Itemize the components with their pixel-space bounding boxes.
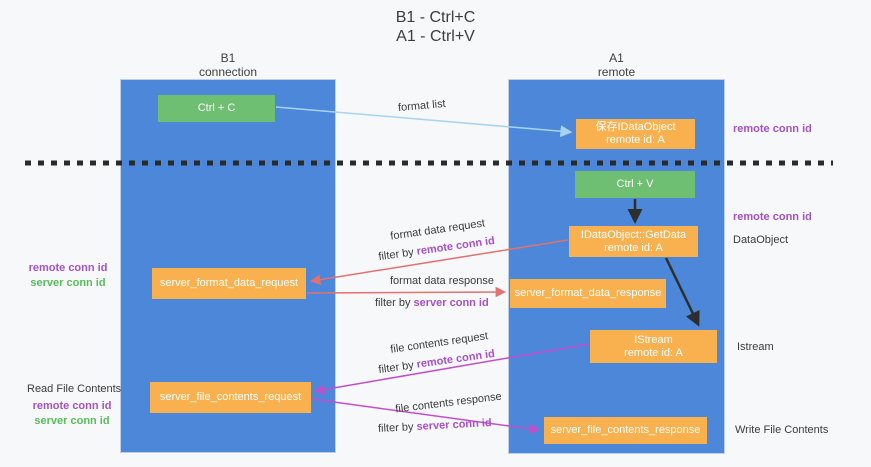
label-server-conn-id-bottom-left: server conn id [34,415,110,427]
node-istream-line2: remote id: A [624,346,683,359]
column-a1-role: remote [597,65,636,79]
filter-by-text-2: filter by [375,297,414,309]
node-server-file-contents-response-label: server_file_contents_response [550,424,701,436]
arrow-format-data-response [306,286,507,298]
filter-by-text-3: filter by [377,358,418,377]
filter-server-conn-id-2: server conn id [416,417,492,433]
annotation-file-contents-response: file contents response [394,390,503,416]
node-ctrl-v: Ctrl + V [575,171,695,198]
node-getdata-line2: remote id: A [604,241,663,254]
label-remote-conn-id-bottom-left: remote conn id [32,400,112,412]
column-header-a1: A1 remote [508,51,725,79]
label-write-file-contents: Write File Contents [735,424,829,436]
filter-remote-conn-id-1: remote conn id [415,234,496,258]
column-header-b1: B1 connection [120,51,336,79]
node-idataobject-getdata: IDataObject::GetData remote id: A [569,226,698,257]
annotation-filter-server-1: filter by server conn id [375,297,489,309]
node-server-format-data-request-label: server_format_data_request [159,277,299,289]
label-remote-conn-id-mid-right: remote conn id [733,211,812,223]
label-istream: Istream [737,341,774,353]
node-server-format-data-response-label: server_format_data_response [514,287,662,299]
node-ctrl-c-label: Ctrl + C [197,102,236,114]
label-remote-conn-id-mid-left: remote conn id [28,262,108,274]
node-server-format-data-request: server_format_data_request [152,268,306,299]
node-server-format-data-response: server_format_data_response [510,279,666,308]
node-server-file-contents-request: server_file_contents_request [150,382,311,413]
node-getdata-line1: IDataObject::GetData [580,228,687,241]
annotation-filter-server-2: filter by server conn id [378,417,492,435]
filter-remote-conn-id-2: remote conn id [415,347,496,371]
node-server-file-contents-request-label: server_file_contents_request [159,391,302,403]
node-ctrl-c: Ctrl + C [158,95,275,122]
title-line-b1: B1 - Ctrl+C [395,9,476,26]
label-remote-conn-id-top-right: remote conn id [733,123,812,135]
label-dataobject: DataObject [733,234,789,246]
column-a1-name: A1 [609,51,624,65]
node-istream-line1: IStream [634,333,673,346]
label-server-conn-id-mid-left: server conn id [30,277,106,289]
filter-by-text-4: filter by [377,420,417,435]
node-server-file-contents-response: server_file_contents_response [544,417,707,444]
label-read-file-contents: Read File Contents [27,383,122,395]
column-b1-role: connection [198,65,258,79]
annotation-format-list: format list [397,97,447,115]
filter-by-text-1: filter by [377,245,418,264]
diagram-title: B1 - Ctrl+C A1 - Ctrl+V [0,8,871,46]
filter-server-conn-id-1: server conn id [413,297,489,309]
title-line-a1: A1 - Ctrl+V [396,28,475,45]
node-istream: IStream remote id: A [590,330,717,363]
column-b1-name: B1 [220,51,236,65]
node-save-idataobject: 保存IDataObject remote id: A [576,119,695,149]
node-save-idataobject-line2: remote id: A [606,134,665,146]
annotation-format-data-response: format data response [390,275,494,287]
node-save-idataobject-line1: 保存IDataObject [595,121,676,133]
node-ctrl-v-label: Ctrl + V [616,178,654,190]
